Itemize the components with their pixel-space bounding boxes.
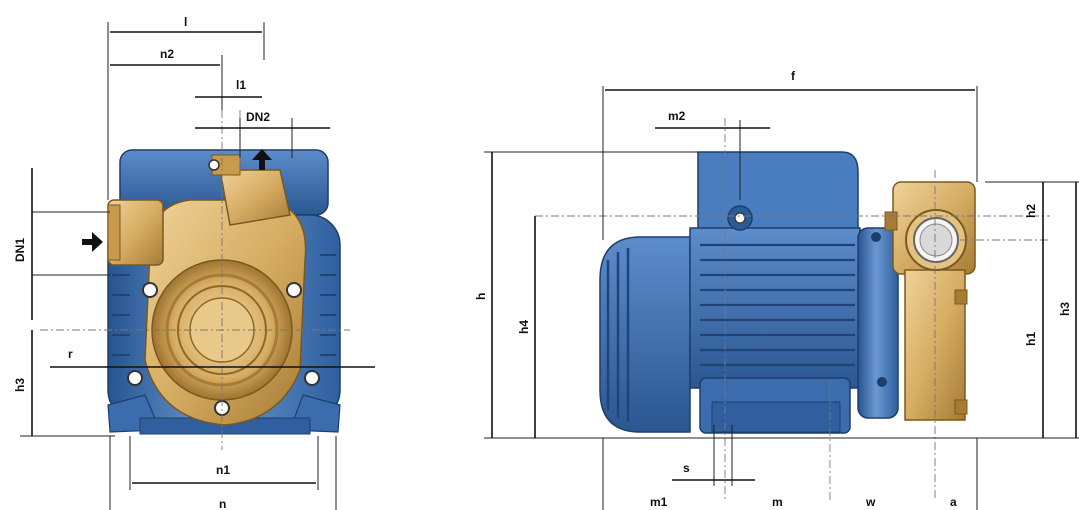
- label-h1: h1: [1024, 332, 1038, 346]
- side-motor-body: [689, 151, 899, 434]
- label-n: n: [219, 497, 226, 510]
- inlet-flow-arrow: [82, 232, 103, 252]
- label-m1: m1: [650, 495, 668, 509]
- front-view: l n2 l1 DN2 DN1 r: [13, 15, 375, 510]
- dim-n2: n2: [110, 47, 223, 110]
- dim-h: h: [474, 151, 1079, 439]
- label-w: w: [865, 495, 876, 509]
- label-n1: n1: [216, 463, 230, 477]
- side-fan-cover: [599, 236, 691, 433]
- label-s: s: [683, 461, 690, 475]
- label-r: r: [68, 347, 73, 361]
- label-h2: h2: [1024, 204, 1038, 218]
- dim-h2: h2: [985, 181, 1079, 240]
- dim-h3-front: h3: [13, 330, 115, 437]
- dim-n: n: [109, 436, 337, 510]
- dim-dn1: DN1: [13, 168, 110, 320]
- label-dn2: DN2: [246, 110, 270, 124]
- label-h: h: [474, 293, 488, 300]
- dim-bottom-chain: m1 m w a: [602, 438, 978, 510]
- label-f: f: [791, 69, 796, 83]
- side-view: f m2 h h4 h2 h1: [474, 69, 1079, 510]
- dim-n1: n1: [129, 436, 319, 490]
- label-m2: m2: [668, 109, 686, 123]
- label-h3-front: h3: [13, 378, 27, 392]
- dim-h4: h4: [517, 216, 536, 438]
- label-l: l: [184, 15, 187, 29]
- dim-r: r: [50, 347, 375, 368]
- dim-f: f: [602, 69, 978, 240]
- dim-m2: m2: [655, 109, 770, 200]
- dim-s: s: [672, 425, 755, 486]
- label-n2: n2: [160, 47, 174, 61]
- dim-dn2: DN2: [195, 110, 330, 158]
- label-h3-side: h3: [1058, 302, 1072, 316]
- dim-l: l: [107, 15, 265, 200]
- dim-h1: h1: [1024, 240, 1044, 438]
- label-dn1: DN1: [13, 238, 27, 262]
- outlet-flow-arrow: [252, 149, 272, 170]
- dim-l1: l1: [195, 78, 262, 98]
- side-pump-housing: [884, 181, 976, 421]
- label-a: a: [950, 495, 957, 509]
- dim-h3-side: h3: [1058, 182, 1077, 438]
- label-l1: l1: [236, 78, 246, 92]
- label-m: m: [772, 495, 783, 509]
- label-h4: h4: [517, 320, 531, 334]
